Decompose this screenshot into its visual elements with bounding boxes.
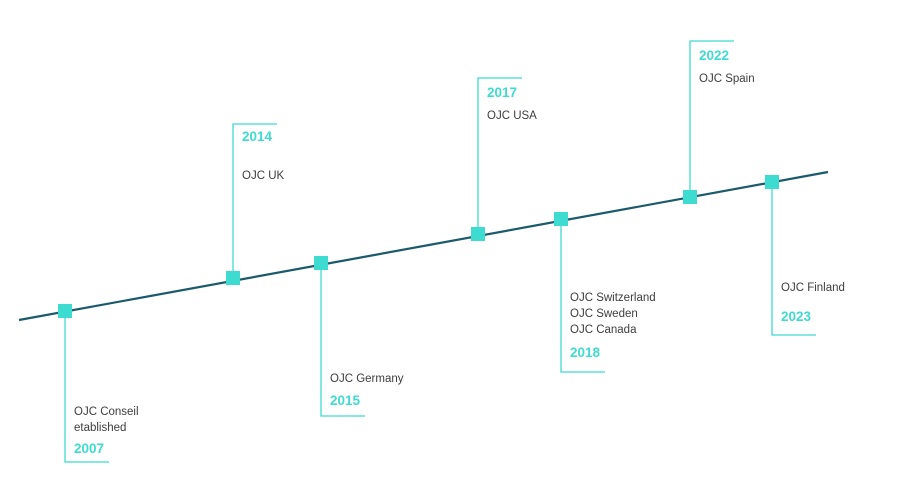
connector-line: [64, 311, 109, 463]
milestone-marker: [683, 190, 697, 204]
timeline-axis-line: [18, 170, 829, 322]
milestone-year: 2022: [699, 48, 729, 63]
milestone-year: 2015: [330, 393, 361, 408]
milestone-label: OJC Switzerland: [570, 292, 656, 304]
milestone-marker: [58, 304, 72, 318]
milestone-marker: [226, 271, 240, 285]
milestone-marker: [314, 256, 328, 270]
milestone-year: 2007: [74, 441, 104, 456]
milestone-label: etablished: [74, 422, 126, 434]
connector-line: [689, 40, 734, 197]
connector-line: [477, 77, 522, 234]
connector-line: [771, 182, 816, 336]
milestone-2015: 2015 OJC Germany: [314, 256, 404, 417]
milestone-marker: [471, 227, 485, 241]
milestone-2023: 2023 OJC Finland: [765, 175, 845, 336]
milestone-marker: [765, 175, 779, 189]
milestone-label: OJC Sweden: [570, 308, 638, 320]
milestone-marker: [554, 212, 568, 226]
milestone-label: OJC Spain: [699, 73, 755, 85]
milestone-year: 2017: [487, 85, 517, 100]
connector-line: [560, 219, 605, 373]
milestone-label: OJC UK: [242, 170, 285, 182]
milestone-label: OJC Canada: [570, 324, 637, 336]
milestone-year: 2023: [781, 309, 812, 324]
milestone-2007: 2007 OJC Conseil etablished: [58, 304, 139, 463]
milestone-label: OJC Finland: [781, 282, 845, 294]
connector-line: [232, 123, 277, 278]
milestone-label: OJC Germany: [330, 373, 404, 385]
milestone-year: 2018: [570, 345, 601, 360]
connector-line: [320, 263, 365, 417]
milestone-year: 2014: [242, 129, 273, 144]
milestone-label: OJC USA: [487, 110, 537, 122]
milestone-label: OJC Conseil: [74, 406, 139, 418]
